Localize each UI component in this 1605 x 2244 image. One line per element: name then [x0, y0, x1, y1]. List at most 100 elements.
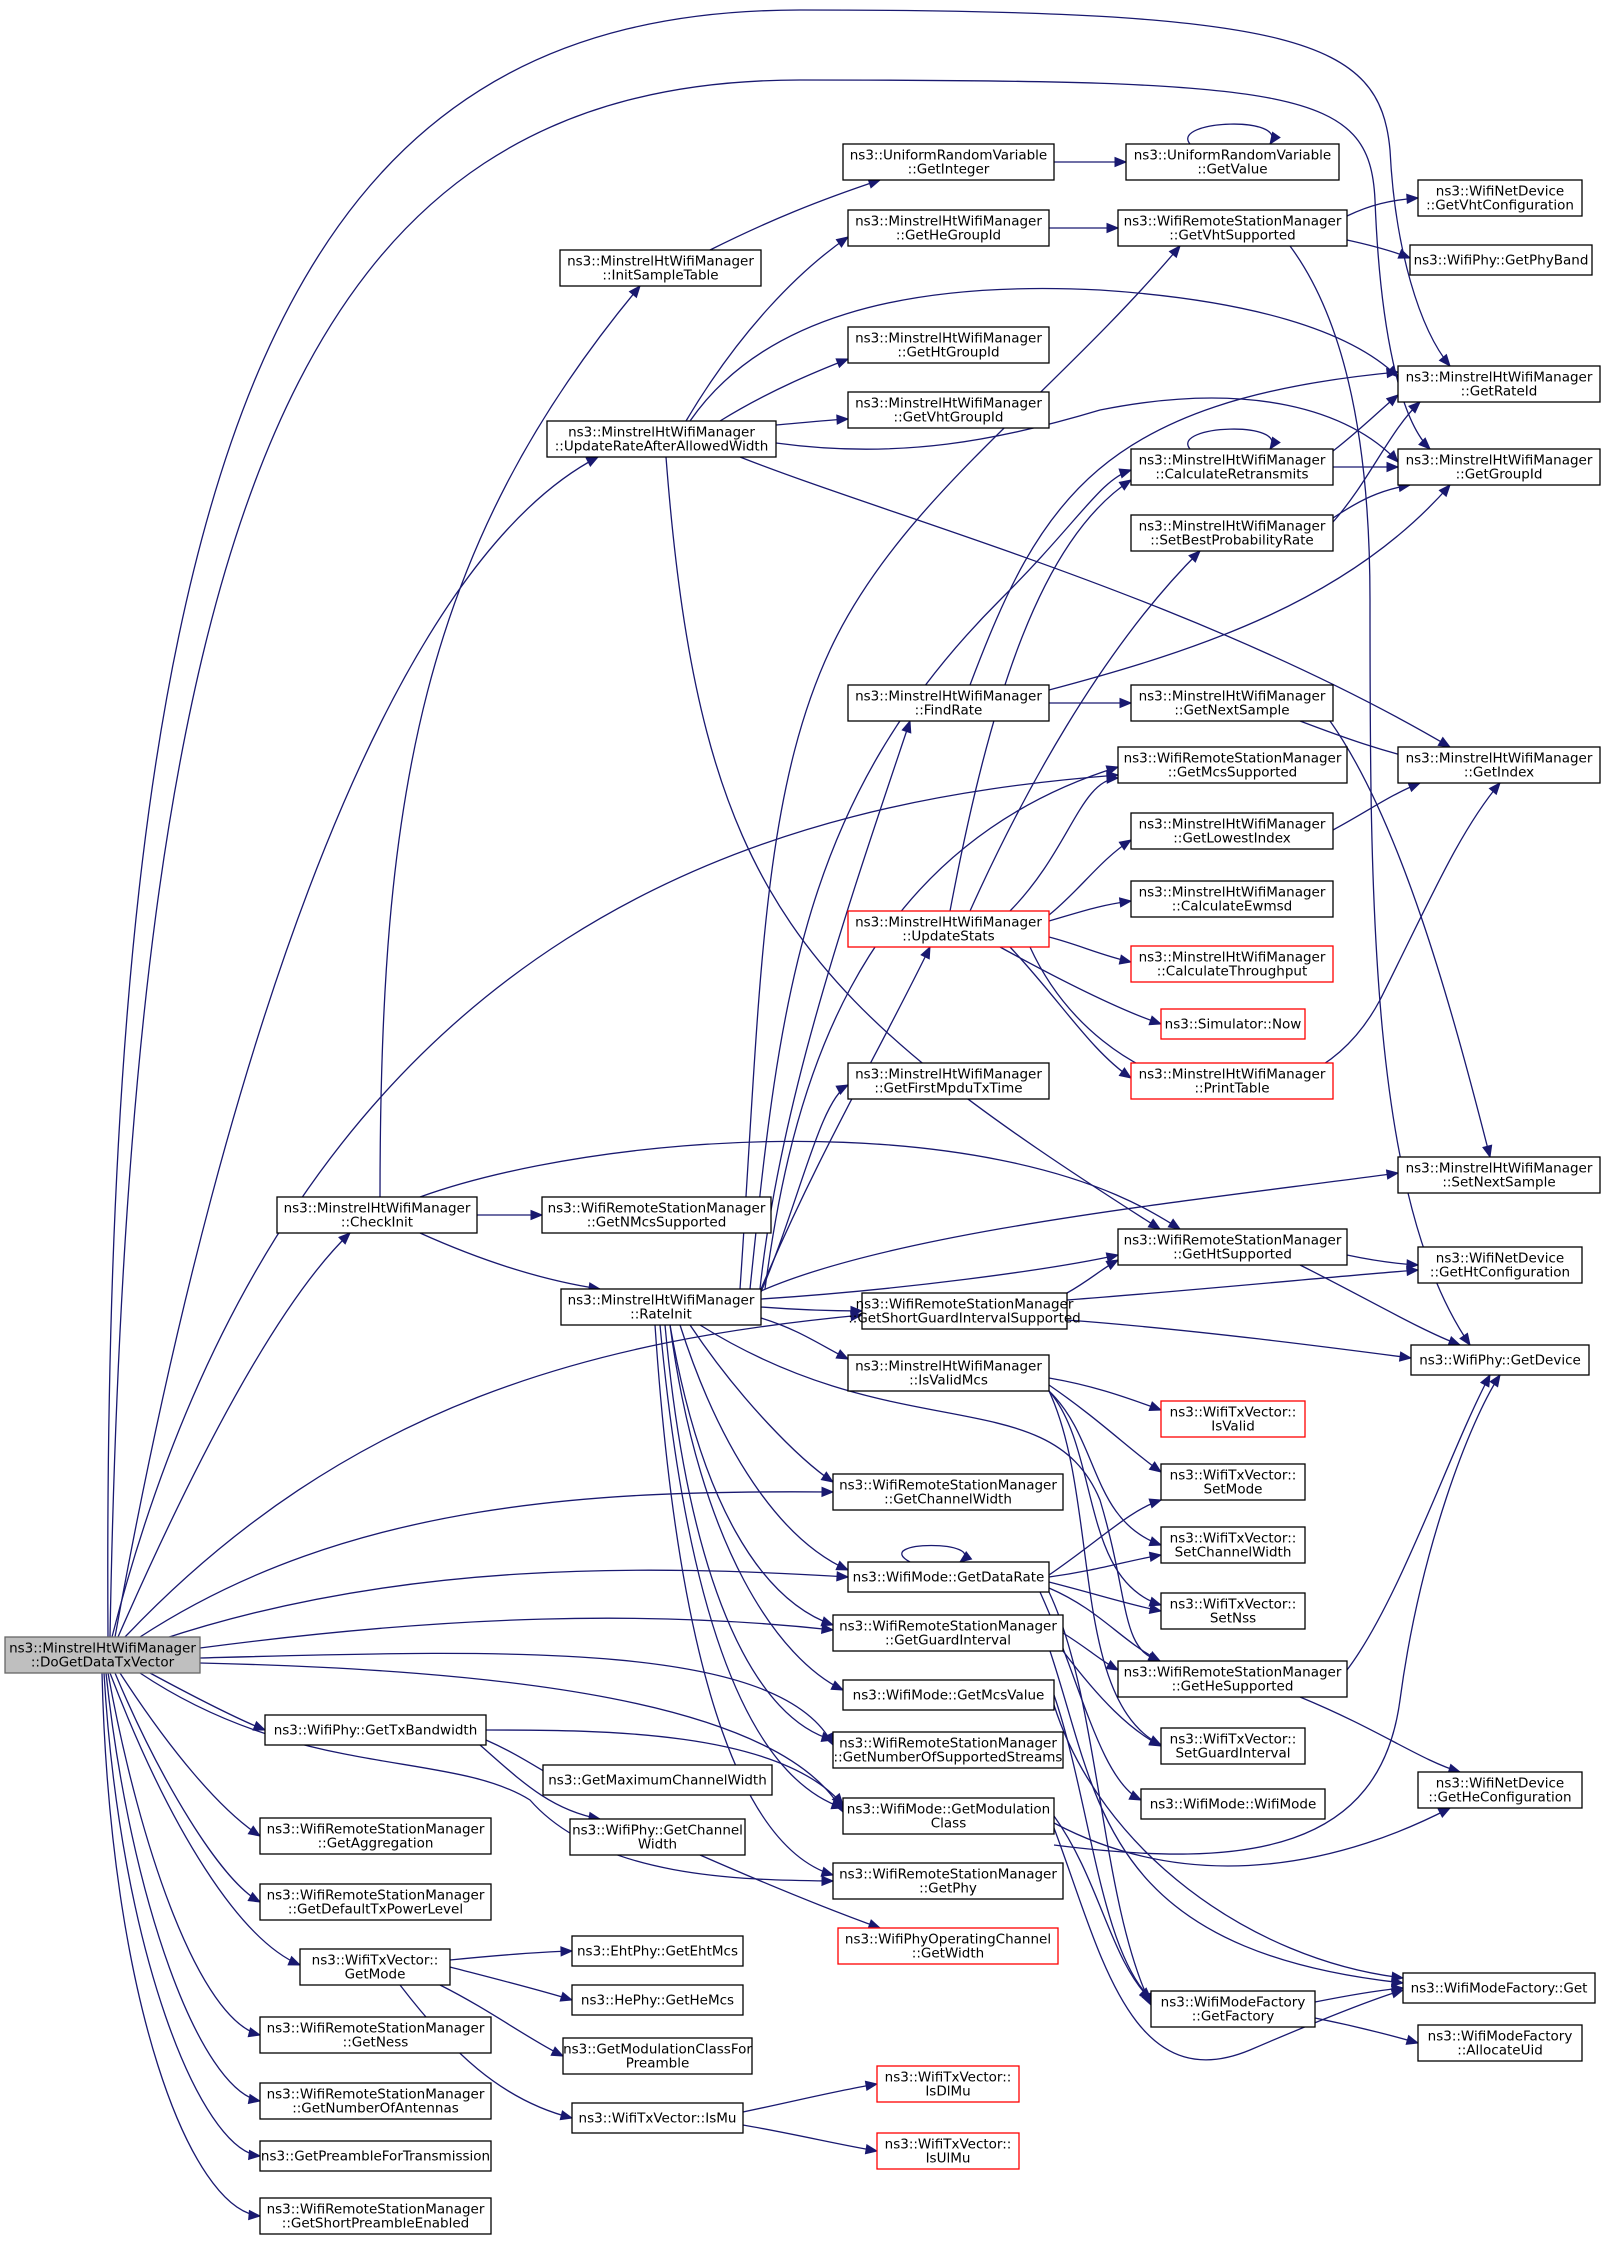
node-box	[842, 143, 1055, 181]
node-getTxBandwidth[interactable]: ns3::WifiPhy::GetTxBandwidth	[264, 1714, 487, 1746]
node-getLowestIndex[interactable]: ns3::MinstrelHtWifiManager::GetLowestInd…	[1130, 812, 1334, 850]
node-setMode[interactable]: ns3::WifiTxVector::SetMode	[1160, 1463, 1306, 1501]
node-getPhyBand[interactable]: ns3::WifiPhy::GetPhyBand	[1409, 244, 1593, 276]
node-getVhtConfiguration[interactable]: ns3::WifiNetDevice::GetVhtConfiguration	[1417, 179, 1583, 217]
arrowhead-getDataRate-to-getDataRate	[958, 1550, 973, 1563]
node-getNextSample[interactable]: ns3::MinstrelHtWifiManager::GetNextSampl…	[1130, 684, 1334, 722]
node-isMu[interactable]: ns3::WifiTxVector::IsMu	[571, 2102, 744, 2134]
node-label: ns3::MinstrelHtWifiManager	[1406, 1161, 1593, 1177]
node-box	[837, 1927, 1059, 1965]
node-getMcsValue[interactable]: ns3::WifiMode::GetMcsValue	[842, 1679, 1055, 1711]
arrowhead-isValidMcs-to-isValid	[1148, 1401, 1163, 1411]
node-findRate[interactable]: ns3::MinstrelHtWifiManager::FindRate	[847, 684, 1050, 722]
node-getHeGroupId[interactable]: ns3::MinstrelHtWifiManager::GetHeGroupId	[847, 209, 1050, 247]
node-root[interactable]: ns3::MinstrelHtWifiManager::DoGetDataTxV…	[4, 1636, 201, 1674]
node-isUlMu[interactable]: ns3::WifiTxVector::IsUlMu	[876, 2132, 1020, 2170]
node-getNumberOfSupportedStreams[interactable]: ns3::WifiRemoteStationManager::GetNumber…	[832, 1731, 1064, 1769]
node-label: ns3::WifiRemoteStationManager	[267, 2202, 485, 2218]
node-setGuardInterval[interactable]: ns3::WifiTxVector::SetGuardInterval	[1160, 1727, 1306, 1765]
node-getDevice[interactable]: ns3::WifiPhy::GetDevice	[1410, 1344, 1590, 1376]
node-setNextSample[interactable]: ns3::MinstrelHtWifiManager::SetNextSampl…	[1397, 1156, 1601, 1194]
node-getHtConfiguration[interactable]: ns3::WifiNetDevice::GetHtConfiguration	[1417, 1246, 1583, 1284]
node-label: ns3::MinstrelHtWifiManager	[1406, 751, 1593, 767]
node-getChannelWidth[interactable]: ns3::WifiRemoteStationManager::GetChanne…	[832, 1473, 1064, 1511]
node-calculateThroughput[interactable]: ns3::MinstrelHtWifiManager::CalculateThr…	[1130, 945, 1334, 983]
node-getMaximumChannelWidth[interactable]: ns3::GetMaximumChannelWidth	[542, 1764, 773, 1796]
node-setBestProbabilityRate[interactable]: ns3::MinstrelHtWifiManager::SetBestProba…	[1130, 514, 1334, 552]
node-rateInit[interactable]: ns3::MinstrelHtWifiManager::RateInit	[560, 1288, 762, 1326]
arrowhead-updateStats-to-getIndex	[1488, 781, 1501, 796]
node-allocateUid[interactable]: ns3::WifiModeFactory::AllocateUid	[1417, 2024, 1583, 2062]
node-getVhtGroupId[interactable]: ns3::MinstrelHtWifiManager::GetVhtGroupI…	[847, 391, 1050, 429]
node-getFactory[interactable]: ns3::WifiModeFactory::GetFactory	[1150, 1990, 1316, 2028]
arrowhead-rateInit-to-getModulationClass	[830, 1799, 845, 1810]
edge-rateInit-to-getGuardInterval	[669, 1324, 834, 1626]
node-calculateEwmsd[interactable]: ns3::MinstrelHtWifiManager::CalculateEwm…	[1130, 880, 1334, 918]
node-getDataRate[interactable]: ns3::WifiMode::GetDataRate	[847, 1561, 1050, 1593]
edge-isMu-to-isUlMu	[742, 2124, 878, 2152]
node-getPreambleForTransmission[interactable]: ns3::GetPreambleForTransmission	[259, 2140, 492, 2172]
node-getGroupId[interactable]: ns3::MinstrelHtWifiManager::GetGroupId	[1397, 448, 1601, 486]
node-getDefaultTxPowerLevel[interactable]: ns3::WifiRemoteStationManager::GetDefaul…	[259, 1883, 492, 1921]
node-calculateRetransmits[interactable]: ns3::MinstrelHtWifiManager::CalculateRet…	[1130, 448, 1334, 486]
node-label: ns3::WifiRemoteStationManager	[839, 1478, 1057, 1494]
arrowhead-rateInit-to-updateStats	[920, 945, 931, 960]
node-getShortGuardIntervalSupported[interactable]: ns3::WifiRemoteStationManager::GetShortG…	[848, 1292, 1081, 1330]
node-setNss[interactable]: ns3::WifiTxVector::SetNss	[1160, 1592, 1306, 1630]
node-box	[259, 2197, 492, 2235]
node-simulatorNow[interactable]: ns3::Simulator::Now	[1160, 1008, 1306, 1040]
node-label: ns3::MinstrelHtWifiManager	[855, 214, 1042, 230]
node-getHtSupported[interactable]: ns3::WifiRemoteStationManager::GetHtSupp…	[1117, 1228, 1348, 1266]
node-isValid[interactable]: ns3::WifiTxVector::IsValid	[1160, 1400, 1306, 1438]
node-box	[560, 1288, 762, 1326]
node-getVhtSupported[interactable]: ns3::WifiRemoteStationManager::GetVhtSup…	[1117, 209, 1348, 247]
node-initSampleTable[interactable]: ns3::MinstrelHtWifiManager::InitSampleTa…	[559, 249, 762, 287]
node-getIndex[interactable]: ns3::MinstrelHtWifiManager::GetIndex	[1397, 746, 1601, 784]
node-phyGetChannelWidth[interactable]: ns3::WifiPhy::GetChannelWidth	[569, 1818, 746, 1856]
arrowhead-root-to-getGuardInterval	[820, 1623, 835, 1634]
node-updateRateAfterAllowedWidth[interactable]: ns3::MinstrelHtWifiManager::UpdateRateAf…	[546, 420, 777, 458]
arrowhead-root-to-getChannelWidth	[821, 1486, 835, 1498]
node-getNMcsSupported[interactable]: ns3::WifiRemoteStationManager::GetNMcsSu…	[541, 1196, 772, 1234]
node-getModulationClass[interactable]: ns3::WifiMode::GetModulationClass	[842, 1797, 1055, 1835]
node-wifiModeWifiMode[interactable]: ns3::WifiMode::WifiMode	[1140, 1788, 1326, 1820]
node-getHeConfiguration[interactable]: ns3::WifiNetDevice::GetHeConfiguration	[1417, 1771, 1583, 1809]
node-isDlMu[interactable]: ns3::WifiTxVector::IsDlMu	[876, 2065, 1020, 2103]
node-getMcsSupported[interactable]: ns3::WifiRemoteStationManager::GetMcsSup…	[1117, 746, 1348, 784]
node-opChannelGetWidth[interactable]: ns3::WifiPhyOperatingChannel::GetWidth	[837, 1927, 1059, 1965]
node-updateStats[interactable]: ns3::MinstrelHtWifiManager::UpdateStats	[847, 910, 1050, 948]
node-getShortPreambleEnabled[interactable]: ns3::WifiRemoteStationManager::GetShortP…	[259, 2197, 492, 2235]
node-uniGetValue[interactable]: ns3::UniformRandomVariable::GetValue	[1125, 143, 1340, 181]
node-getNumberOfAntennas[interactable]: ns3::WifiRemoteStationManager::GetNumber…	[259, 2082, 492, 2120]
node-label: ::GetVhtConfiguration	[1426, 198, 1574, 214]
node-box	[1130, 812, 1334, 850]
node-label: ns3::MinstrelHtWifiManager	[1139, 817, 1326, 833]
node-getFirstMpduTxTime[interactable]: ns3::MinstrelHtWifiManager::GetFirstMpdu…	[847, 1062, 1050, 1100]
node-checkInit[interactable]: ns3::MinstrelHtWifiManager::CheckInit	[276, 1196, 478, 1234]
node-getNess[interactable]: ns3::WifiRemoteStationManager::GetNess	[259, 2016, 492, 2054]
node-label: ns3::WifiTxVector::IsMu	[579, 2111, 737, 2127]
node-setChannelWidth[interactable]: ns3::WifiTxVector::SetChannelWidth	[1160, 1526, 1306, 1564]
node-modeFactoryGet[interactable]: ns3::WifiModeFactory::Get	[1402, 1972, 1596, 2004]
arrowhead-updateStats-to-calculateRetransmits	[1118, 479, 1133, 491]
node-txVectorGetMode[interactable]: ns3::WifiTxVector::GetMode	[299, 1948, 451, 1986]
edge-phyGetChannelWidth-to-opChannelGetWidth	[699, 1854, 881, 1929]
node-getHtGroupId[interactable]: ns3::MinstrelHtWifiManager::GetHtGroupId	[847, 326, 1050, 364]
node-label: ::RateInit	[630, 1307, 692, 1323]
arrowhead-rateInit-to-setNextSample	[1385, 1169, 1400, 1180]
node-getHeSupported[interactable]: ns3::WifiRemoteStationManager::GetHeSupp…	[1117, 1660, 1348, 1698]
node-isValidMcs[interactable]: ns3::MinstrelHtWifiManager::IsValidMcs	[847, 1354, 1050, 1392]
node-getGuardInterval[interactable]: ns3::WifiRemoteStationManager::GetGuardI…	[832, 1614, 1064, 1652]
node-uniGetInteger[interactable]: ns3::UniformRandomVariable::GetInteger	[842, 143, 1055, 181]
node-getPhy[interactable]: ns3::WifiRemoteStationManager::GetPhy	[832, 1862, 1064, 1900]
node-getRateId[interactable]: ns3::MinstrelHtWifiManager::GetRateId	[1397, 365, 1601, 403]
node-getEhtMcs[interactable]: ns3::EhtPhy::GetEhtMcs	[571, 1935, 744, 1967]
node-label: ::GetShortGuardIntervalSupported	[848, 1311, 1081, 1327]
edge-getMcsValue-to-modeFactoryGet	[1053, 1704, 1404, 1979]
node-label: ::UpdateRateAfterAllowedWidth	[555, 439, 769, 455]
node-getAggregation[interactable]: ns3::WifiRemoteStationManager::GetAggreg…	[259, 1817, 492, 1855]
node-printTable[interactable]: ns3::MinstrelHtWifiManager::PrintTable	[1130, 1062, 1334, 1100]
node-label: ns3::MinstrelHtWifiManager	[855, 1067, 1042, 1083]
node-getHeMcs[interactable]: ns3::HePhy::GetHeMcs	[571, 1984, 744, 2016]
